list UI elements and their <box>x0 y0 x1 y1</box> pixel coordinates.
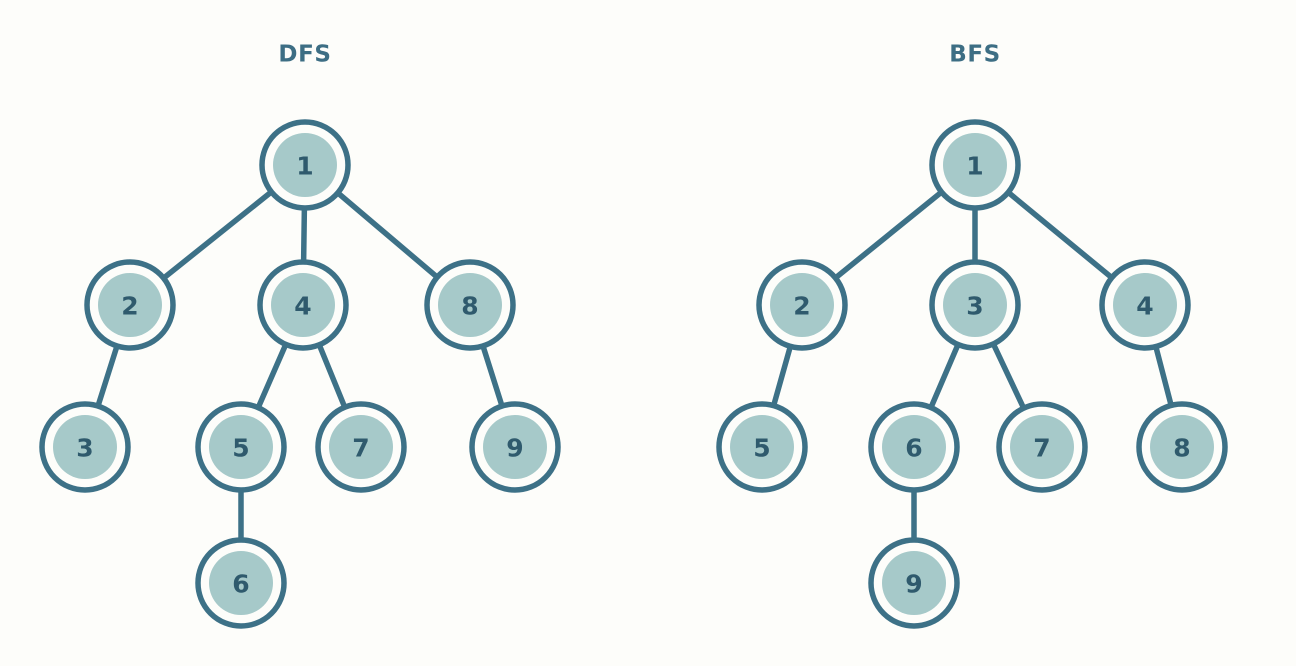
node-core-circle <box>438 273 502 337</box>
node-core-circle <box>329 415 393 479</box>
tree-node-bfs-8[interactable]: 8 <box>1136 401 1228 493</box>
tree-node-dfs-6[interactable]: 6 <box>195 537 287 629</box>
node-core-circle <box>53 415 117 479</box>
tree-node-dfs-7[interactable]: 7 <box>315 401 407 493</box>
node-core-circle <box>770 273 834 337</box>
tree-node-bfs-1[interactable]: 1 <box>929 119 1021 211</box>
tree-node-dfs-5[interactable]: 5 <box>195 401 287 493</box>
node-core-circle <box>882 415 946 479</box>
node-core-circle <box>271 273 335 337</box>
tree-node-bfs-5[interactable]: 5 <box>716 401 808 493</box>
node-core-circle <box>1010 415 1074 479</box>
node-core-circle <box>943 133 1007 197</box>
tree-node-dfs-2[interactable]: 2 <box>84 259 176 351</box>
node-core-circle <box>273 133 337 197</box>
tree-node-dfs-4[interactable]: 4 <box>257 259 349 351</box>
panel-title-dfs: DFS <box>278 42 331 68</box>
node-core-circle <box>882 551 946 615</box>
tree-node-dfs-9[interactable]: 9 <box>469 401 561 493</box>
node-core-circle <box>943 273 1007 337</box>
tree-node-bfs-9[interactable]: 9 <box>868 537 960 629</box>
tree-node-bfs-6[interactable]: 6 <box>868 401 960 493</box>
tree-node-bfs-4[interactable]: 4 <box>1099 259 1191 351</box>
panel-title-bfs: BFS <box>949 42 1001 68</box>
node-core-circle <box>209 551 273 615</box>
tree-node-bfs-7[interactable]: 7 <box>996 401 1088 493</box>
tree-node-dfs-8[interactable]: 8 <box>424 259 516 351</box>
edges-layer-bfs <box>759 162 1185 586</box>
node-core-circle <box>730 415 794 479</box>
node-core-circle <box>1113 273 1177 337</box>
node-core-circle <box>1150 415 1214 479</box>
tree-node-bfs-3[interactable]: 3 <box>929 259 1021 351</box>
node-core-circle <box>98 273 162 337</box>
tree-node-bfs-2[interactable]: 2 <box>756 259 848 351</box>
tree-node-dfs-3[interactable]: 3 <box>39 401 131 493</box>
tree-node-dfs-1[interactable]: 1 <box>259 119 351 211</box>
node-core-circle <box>209 415 273 479</box>
node-core-circle <box>483 415 547 479</box>
edges-layer-dfs <box>82 162 518 586</box>
